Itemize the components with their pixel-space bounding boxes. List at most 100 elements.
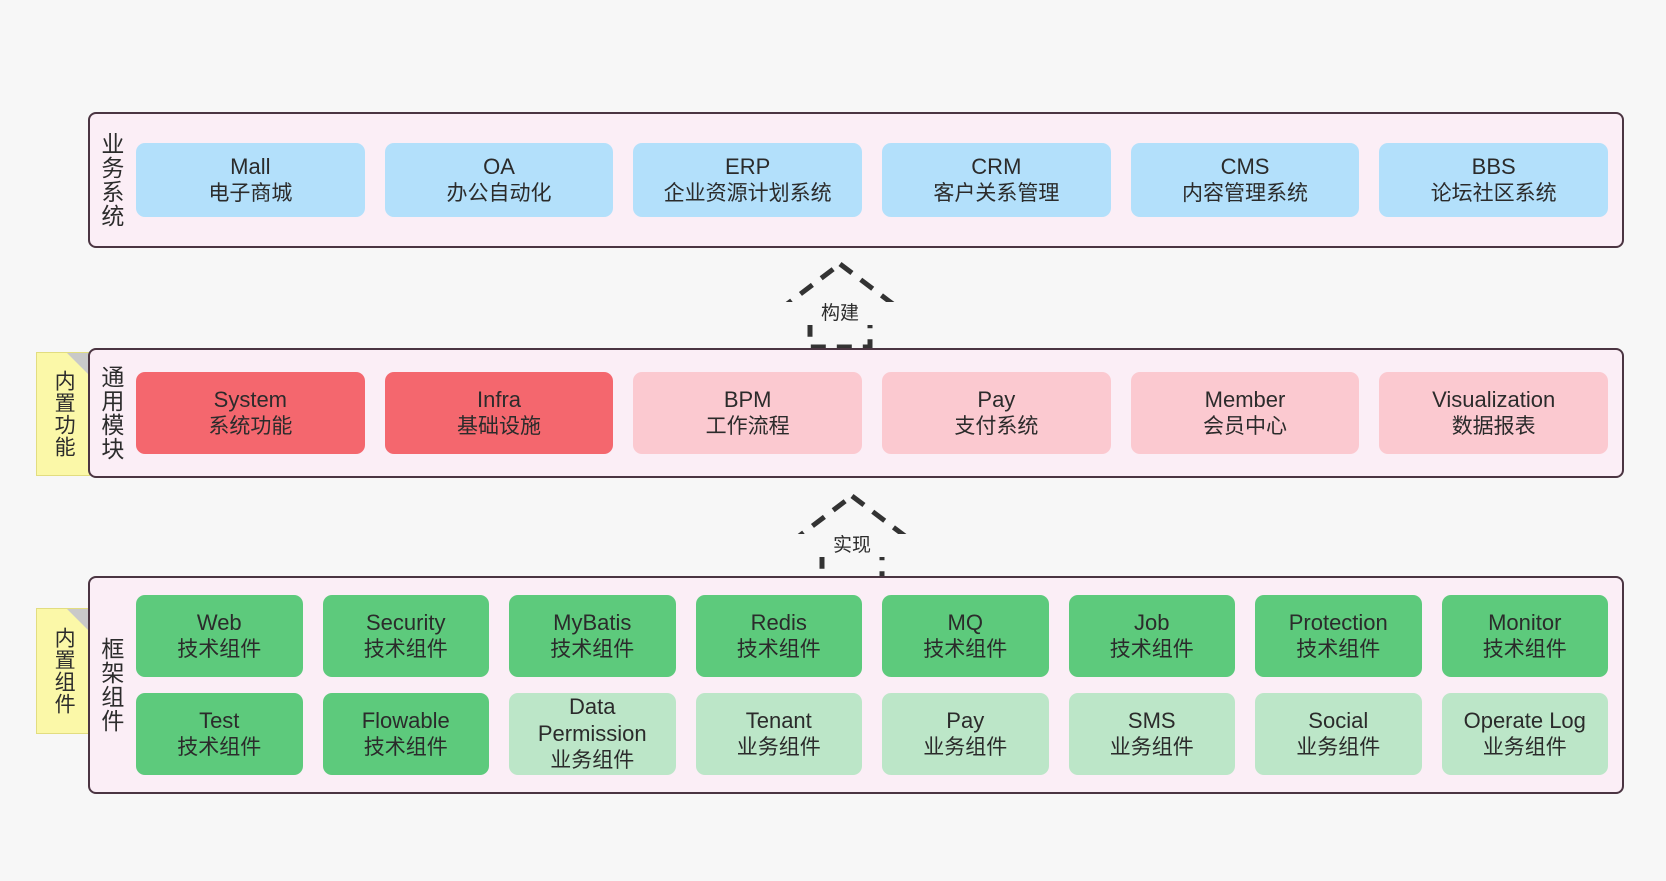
node-oa-cn: 办公自动化 bbox=[446, 181, 552, 205]
node-infra-cn: 基础设施 bbox=[457, 414, 541, 438]
node-infra-en: Infra bbox=[476, 386, 522, 412]
note-builtin-features-label: 内置功能 bbox=[52, 370, 76, 458]
node-protection-en: Protection bbox=[1288, 609, 1388, 635]
node-erp-cn: 企业资源计划系统 bbox=[663, 181, 832, 205]
node-monitor-en: Monitor bbox=[1488, 609, 1562, 635]
node-pay-module-en: Pay bbox=[977, 386, 1016, 412]
node-operate-log-cn: 业务组件 bbox=[1482, 735, 1567, 759]
node-bpm-en: BPM bbox=[723, 386, 772, 412]
node-crm-en: CRM bbox=[971, 153, 1022, 179]
node-erp-en: ERP bbox=[725, 153, 771, 179]
node-mq-cn: 技术组件 bbox=[923, 637, 1008, 661]
node-bpm[interactable]: BPM 工作流程 bbox=[633, 372, 863, 454]
layer-business-systems: 业务系统 Mall 电子商城 OA 办公自动化 ERP 企业资源计划系统 CRM… bbox=[88, 112, 1624, 248]
arrow-build-label: 构建 bbox=[760, 302, 920, 325]
node-member-cn: 会员中心 bbox=[1203, 414, 1288, 438]
node-test-cn: 技术组件 bbox=[177, 735, 262, 759]
node-pay-module[interactable]: Pay 支付系统 bbox=[882, 372, 1111, 454]
node-mq-en: MQ bbox=[947, 609, 983, 635]
node-sms-cn: 业务组件 bbox=[1109, 735, 1194, 759]
node-flowable-cn: 技术组件 bbox=[363, 735, 448, 759]
node-tenant-en: Tenant bbox=[745, 707, 812, 733]
node-pay-component-en: Pay bbox=[946, 707, 985, 733]
node-system-en: System bbox=[213, 386, 288, 412]
node-cms-en: CMS bbox=[1220, 153, 1270, 179]
node-mybatis-cn: 技术组件 bbox=[550, 637, 635, 661]
node-job-cn: 技术组件 bbox=[1109, 637, 1194, 661]
note-builtin-components: 内置组件 bbox=[36, 608, 90, 734]
node-data-permission-en: Data Permission bbox=[537, 694, 647, 747]
arrow-build: 构建 bbox=[760, 258, 920, 353]
node-member[interactable]: Member 会员中心 bbox=[1130, 372, 1360, 454]
layer-body-framework: Web 技术组件 Security 技术组件 MyBatis 技术组件 Redi… bbox=[130, 578, 1622, 792]
folded-corner-icon bbox=[67, 353, 89, 375]
node-flowable[interactable]: Flowable 技术组件 bbox=[322, 693, 489, 775]
node-mybatis-en: MyBatis bbox=[553, 609, 632, 635]
note-builtin-components-label: 内置组件 bbox=[52, 627, 76, 715]
node-oa[interactable]: OA 办公自动化 bbox=[384, 143, 614, 217]
node-infra[interactable]: Infra 基础设施 bbox=[384, 372, 614, 454]
node-protection-cn: 技术组件 bbox=[1296, 637, 1381, 661]
node-mq[interactable]: MQ 技术组件 bbox=[882, 595, 1049, 677]
node-pay-component[interactable]: Pay 业务组件 bbox=[882, 693, 1049, 775]
node-monitor-cn: 技术组件 bbox=[1482, 637, 1567, 661]
node-tenant-cn: 业务组件 bbox=[736, 735, 821, 759]
node-data-permission[interactable]: Data Permission 业务组件 bbox=[509, 693, 676, 775]
node-erp[interactable]: ERP 企业资源计划系统 bbox=[633, 143, 863, 217]
node-visualization-cn: 数据报表 bbox=[1451, 414, 1536, 438]
node-security[interactable]: Security 技术组件 bbox=[322, 595, 489, 677]
node-security-cn: 技术组件 bbox=[363, 637, 448, 661]
node-bbs[interactable]: BBS 论坛社区系统 bbox=[1379, 143, 1609, 217]
node-mall[interactable]: Mall 电子商城 bbox=[136, 143, 365, 217]
node-mall-en: Mall bbox=[230, 153, 271, 179]
node-redis-cn: 技术组件 bbox=[736, 637, 821, 661]
node-data-permission-cn: 业务组件 bbox=[550, 749, 635, 773]
layer-common-row: System 系统功能 Infra 基础设施 BPM 工作流程 Pay 支付系统… bbox=[136, 372, 1609, 454]
layer-title-business: 业务系统 bbox=[97, 132, 124, 228]
layer-business-row: Mall 电子商城 OA 办公自动化 ERP 企业资源计划系统 CRM 客户关系… bbox=[136, 143, 1609, 217]
note-builtin-features: 内置功能 bbox=[36, 352, 90, 476]
node-bpm-cn: 工作流程 bbox=[705, 414, 790, 438]
node-operate-log[interactable]: Operate Log 业务组件 bbox=[1441, 693, 1608, 775]
arrow-implement-label: 实现 bbox=[772, 534, 932, 557]
layer-title-framework: 框架组件 bbox=[97, 637, 124, 733]
node-web-cn: 技术组件 bbox=[177, 637, 262, 661]
node-redis[interactable]: Redis 技术组件 bbox=[695, 595, 862, 677]
node-sms-en: SMS bbox=[1127, 707, 1176, 733]
node-redis-en: Redis bbox=[750, 609, 807, 635]
node-monitor[interactable]: Monitor 技术组件 bbox=[1441, 595, 1608, 677]
node-test[interactable]: Test 技术组件 bbox=[136, 693, 303, 775]
node-job-en: Job bbox=[1134, 609, 1170, 635]
folded-corner-icon bbox=[67, 609, 89, 631]
node-cms[interactable]: CMS 内容管理系统 bbox=[1130, 143, 1360, 217]
layer-framework-components: 框架组件 Web 技术组件 Security 技术组件 MyBatis 技术组件… bbox=[88, 576, 1624, 794]
node-bbs-en: BBS bbox=[1471, 153, 1516, 179]
node-crm[interactable]: CRM 客户关系管理 bbox=[882, 143, 1111, 217]
arrow-implement: 实现 bbox=[772, 490, 932, 585]
node-bbs-cn: 论坛社区系统 bbox=[1430, 181, 1557, 205]
node-protection[interactable]: Protection 技术组件 bbox=[1255, 595, 1422, 677]
node-system[interactable]: System 系统功能 bbox=[136, 372, 365, 454]
node-social[interactable]: Social 业务组件 bbox=[1255, 693, 1422, 775]
node-social-cn: 业务组件 bbox=[1296, 735, 1381, 759]
node-security-en: Security bbox=[366, 609, 446, 635]
node-crm-cn: 客户关系管理 bbox=[933, 181, 1060, 205]
layer-framework-row-2: Test 技术组件 Flowable 技术组件 Data Permission … bbox=[136, 693, 1608, 775]
node-oa-en: OA bbox=[483, 153, 515, 179]
node-mybatis[interactable]: MyBatis 技术组件 bbox=[509, 595, 676, 677]
layer-body-common: System 系统功能 Infra 基础设施 BPM 工作流程 Pay 支付系统… bbox=[130, 350, 1622, 476]
node-system-cn: 系统功能 bbox=[208, 414, 293, 438]
node-cms-cn: 内容管理系统 bbox=[1182, 181, 1309, 205]
node-mall-cn: 电子商城 bbox=[208, 181, 293, 205]
node-test-en: Test bbox=[199, 707, 240, 733]
layer-framework-row-1: Web 技术组件 Security 技术组件 MyBatis 技术组件 Redi… bbox=[136, 595, 1608, 677]
node-sms[interactable]: SMS 业务组件 bbox=[1068, 693, 1235, 775]
node-job[interactable]: Job 技术组件 bbox=[1068, 595, 1235, 677]
layer-body-business: Mall 电子商城 OA 办公自动化 ERP 企业资源计划系统 CRM 客户关系… bbox=[130, 114, 1622, 246]
node-pay-module-cn: 支付系统 bbox=[954, 414, 1039, 438]
node-web[interactable]: Web 技术组件 bbox=[136, 595, 303, 677]
node-tenant[interactable]: Tenant 业务组件 bbox=[695, 693, 862, 775]
node-social-en: Social bbox=[1308, 707, 1369, 733]
node-visualization[interactable]: Visualization 数据报表 bbox=[1379, 372, 1609, 454]
